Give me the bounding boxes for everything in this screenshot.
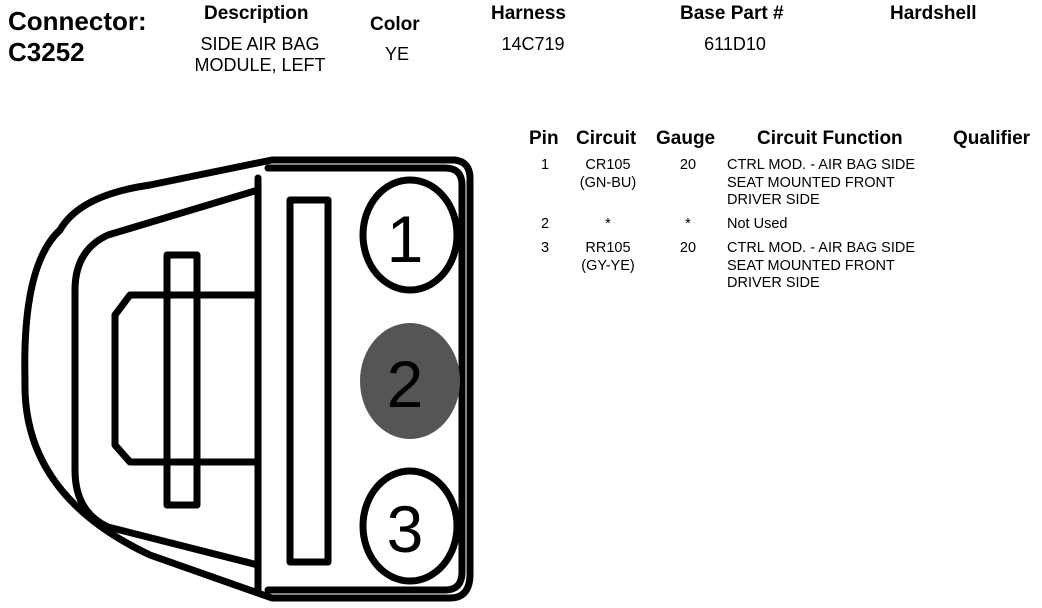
keying-slot [286, 196, 332, 566]
connector-housing-outline [21, 156, 474, 602]
latch-bar [163, 251, 201, 509]
row2-gauge: * [685, 216, 691, 232]
description-line-2: MODULE, LEFT [194, 55, 326, 75]
row2-circuit: * [605, 216, 611, 232]
pin-cavity-3: 3 [359, 467, 461, 585]
row1-function-line: SEAT MOUNTED FRONT [727, 174, 895, 191]
row3-function: CTRL MOD. - AIR BAG SIDE SEAT MOUNTED FR… [727, 240, 915, 293]
row1-function: CTRL MOD. - AIR BAG SIDE SEAT MOUNTED FR… [727, 157, 915, 210]
color-header: Color [370, 14, 420, 35]
row1-pin: 1 [540, 157, 550, 173]
latch-tab [111, 291, 262, 466]
base-part-value: 611D10 [704, 34, 766, 54]
pin-cavity-1: 1 [359, 176, 461, 294]
latch-loop [71, 186, 262, 569]
color-value: YE [384, 44, 409, 64]
row3-circuit: RR105 (GY-YE) [568, 240, 648, 275]
row1-function-line: DRIVER SIDE [727, 192, 820, 208]
row1-circuit-code: CR105 [585, 157, 631, 173]
row3-function-line: CTRL MOD. - AIR BAG SIDE [727, 240, 915, 256]
pin-label-3: 3 [387, 492, 424, 566]
col-qualifier: Qualifier [953, 128, 1031, 149]
description-header: Description [204, 3, 309, 24]
pin-label-2: 2 [387, 347, 424, 421]
description-line-1: SIDE AIR BAG [200, 34, 320, 54]
harness-value: 14C719 [501, 34, 565, 54]
col-circuit-function: Circuit Function [757, 128, 903, 149]
row2-pin: 2 [540, 216, 550, 232]
row3-function-line: DRIVER SIDE [727, 275, 820, 291]
col-circuit: Circuit [576, 128, 637, 149]
terminal-frame [264, 164, 466, 594]
description-value: SIDE AIR BAG MODULE, LEFT [185, 34, 335, 76]
row3-pin: 3 [540, 240, 550, 256]
row1-circuit: CR105 (GN-BU) [568, 157, 648, 192]
row3-gauge: 20 [679, 240, 697, 256]
connector-heading: Connector: C3252 [8, 6, 147, 68]
connector-face-diagram: 1 2 3 [21, 156, 474, 602]
row3-function-line: SEAT MOUNTED FRONT [727, 257, 895, 274]
connector-id: C3252 [8, 37, 85, 67]
hardshell-header: Hardshell [890, 3, 977, 24]
connector-label: Connector: [8, 6, 147, 36]
pin-label-1: 1 [387, 202, 424, 276]
base-part-header: Base Part # [680, 3, 784, 24]
col-pin: Pin [529, 128, 559, 149]
row1-gauge: 20 [679, 157, 697, 173]
row2-function: Not Used [727, 216, 788, 232]
pin-cavity-2: 2 [360, 323, 460, 439]
row1-function-line: CTRL MOD. - AIR BAG SIDE [727, 157, 915, 173]
col-gauge: Gauge [656, 128, 716, 149]
row3-circuit-color: (GY-YE) [581, 257, 635, 274]
row1-circuit-color: (GN-BU) [579, 174, 637, 191]
row3-circuit-code: RR105 [585, 240, 631, 256]
harness-header: Harness [491, 3, 566, 24]
